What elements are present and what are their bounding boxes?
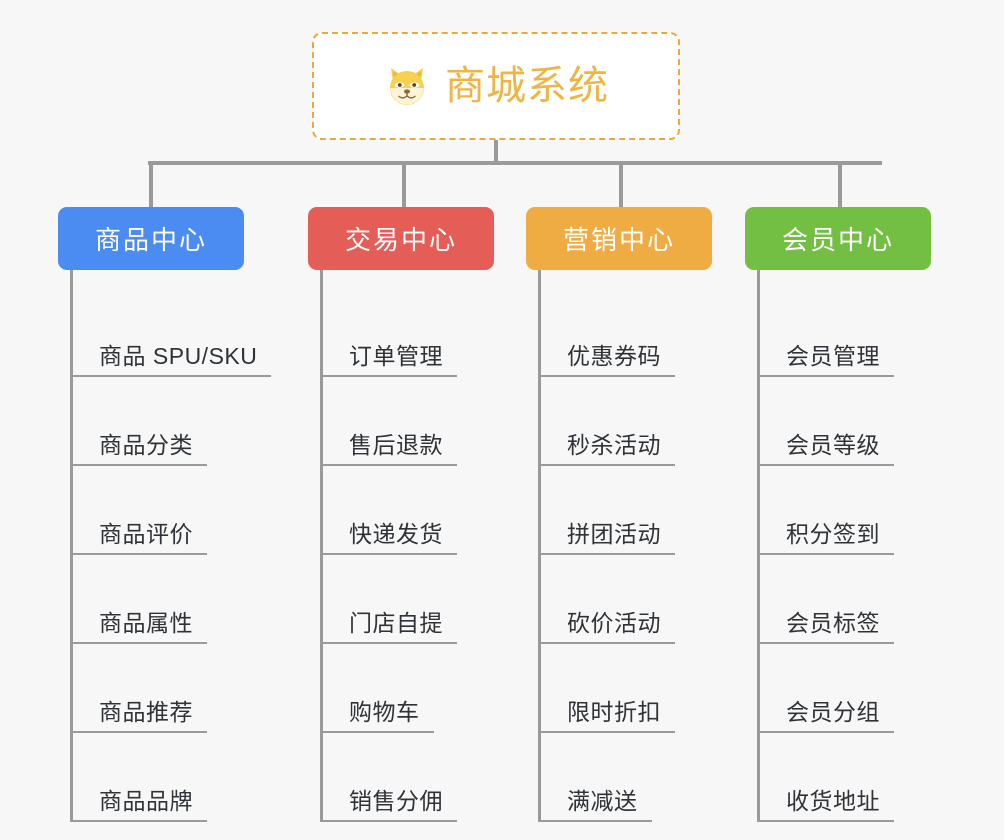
leaf-label: 秒杀活动: [567, 432, 661, 458]
leaf-label: 收货地址: [786, 788, 880, 814]
leaf-label: 商品属性: [99, 610, 193, 636]
leaf-underline: 销售分佣: [323, 782, 457, 822]
branch-product-center: 商品中心 商品 SPU/SKU 商品分类 商品评价 商品属性 商品推荐 商品品牌: [58, 207, 272, 822]
leaf-underline: 购物车: [323, 693, 434, 733]
leaf-label: 商品推荐: [99, 699, 193, 725]
branch-marketing-center: 营销中心 优惠券码 秒杀活动 拼团活动 砍价活动 限时折扣 满减送: [526, 207, 712, 822]
list-item[interactable]: 秒杀活动: [541, 377, 712, 466]
leaf-label: 售后退款: [349, 432, 443, 458]
leaf-list-product-center: 商品 SPU/SKU 商品分类 商品评价 商品属性 商品推荐 商品品牌: [70, 270, 272, 822]
leaf-underline: 商品品牌: [73, 782, 207, 822]
leaf-label: 砍价活动: [567, 610, 661, 636]
leaf-underline: 售后退款: [323, 426, 457, 466]
leaf-label: 门店自提: [349, 610, 443, 636]
leaf-label: 商品 SPU/SKU: [99, 343, 258, 369]
list-item[interactable]: 收货地址: [760, 733, 931, 822]
leaf-underline: 优惠券码: [541, 337, 675, 377]
leaf-label: 积分签到: [786, 521, 880, 547]
leaf-label: 商品品牌: [99, 788, 193, 814]
leaf-list-member-center: 会员管理 会员等级 积分签到 会员标签 会员分组 收货地址: [757, 270, 931, 822]
list-item[interactable]: 会员分组: [760, 644, 931, 733]
leaf-label: 会员标签: [786, 610, 880, 636]
leaf-list-trade-center: 订单管理 售后退款 快递发货 门店自提 购物车 销售分佣: [320, 270, 494, 822]
list-item[interactable]: 商品分类: [73, 377, 244, 466]
leaf-underline: 拼团活动: [541, 515, 675, 555]
category-title: 会员中心: [781, 225, 894, 255]
list-item[interactable]: 售后退款: [323, 377, 494, 466]
list-item[interactable]: 限时折扣: [541, 644, 712, 733]
list-item[interactable]: 会员标签: [760, 555, 931, 644]
leaf-underline: 商品评价: [73, 515, 207, 555]
list-item[interactable]: 会员等级: [760, 377, 931, 466]
connector-horizontal-bar: [148, 161, 882, 165]
leaf-label: 限时折扣: [567, 699, 661, 725]
list-item[interactable]: 满减送: [541, 733, 712, 822]
leaf-label: 会员分组: [786, 699, 880, 725]
list-item[interactable]: 门店自提: [323, 555, 494, 644]
connector-drop-member-center: [838, 161, 842, 207]
leaf-underline: 商品属性: [73, 604, 207, 644]
leaf-label: 会员等级: [786, 432, 880, 458]
connector-drop-product-center: [149, 161, 153, 207]
category-title: 商品中心: [94, 225, 207, 255]
list-item[interactable]: 订单管理: [323, 288, 494, 377]
leaf-underline: 收货地址: [760, 782, 894, 822]
leaf-underline: 满减送: [541, 782, 652, 822]
leaf-underline: 订单管理: [323, 337, 457, 377]
leaf-underline: 积分签到: [760, 515, 894, 555]
category-header-member-center[interactable]: 会员中心: [745, 207, 931, 270]
leaf-underline: 会员标签: [760, 604, 894, 644]
list-item[interactable]: 拼团活动: [541, 466, 712, 555]
leaf-label: 商品分类: [99, 432, 193, 458]
leaf-underline: 商品 SPU/SKU: [73, 337, 272, 377]
leaf-label: 会员管理: [786, 343, 880, 369]
branch-member-center: 会员中心 会员管理 会员等级 积分签到 会员标签 会员分组 收货地址: [745, 207, 931, 822]
category-header-product-center[interactable]: 商品中心: [58, 207, 244, 270]
root-title: 商城系统: [445, 64, 609, 108]
leaf-label: 订单管理: [349, 343, 443, 369]
list-item[interactable]: 会员管理: [760, 288, 931, 377]
list-item[interactable]: 商品评价: [73, 466, 244, 555]
list-item[interactable]: 砍价活动: [541, 555, 712, 644]
leaf-label: 商品评价: [99, 521, 193, 547]
leaf-label: 快递发货: [349, 521, 443, 547]
connector-drop-trade-center: [402, 161, 406, 207]
leaf-label: 优惠券码: [567, 343, 661, 369]
leaf-underline: 会员等级: [760, 426, 894, 466]
list-item[interactable]: 积分签到: [760, 466, 931, 555]
leaf-label: 拼团活动: [567, 521, 661, 547]
leaf-underline: 快递发货: [323, 515, 457, 555]
branch-trade-center: 交易中心 订单管理 售后退款 快递发货 门店自提 购物车 销售分佣: [308, 207, 494, 822]
leaf-label: 购物车: [349, 699, 420, 725]
list-item[interactable]: 销售分佣: [323, 733, 494, 822]
leaf-underline: 限时折扣: [541, 693, 675, 733]
leaf-underline: 商品分类: [73, 426, 207, 466]
list-item[interactable]: 商品推荐: [73, 644, 244, 733]
category-title: 交易中心: [344, 225, 457, 255]
list-item[interactable]: 购物车: [323, 644, 494, 733]
shiba-dog-icon: [383, 62, 431, 110]
connector-drop-marketing-center: [619, 161, 623, 207]
category-header-marketing-center[interactable]: 营销中心: [526, 207, 712, 270]
leaf-underline: 商品推荐: [73, 693, 207, 733]
category-header-trade-center[interactable]: 交易中心: [308, 207, 494, 270]
leaf-underline: 会员分组: [760, 693, 894, 733]
leaf-underline: 会员管理: [760, 337, 894, 377]
leaf-label: 销售分佣: [349, 788, 443, 814]
leaf-underline: 砍价活动: [541, 604, 675, 644]
list-item[interactable]: 优惠券码: [541, 288, 712, 377]
leaf-label: 满减送: [567, 788, 638, 814]
list-item[interactable]: 快递发货: [323, 466, 494, 555]
connector-root-stem: [494, 140, 498, 165]
root-node[interactable]: 商城系统: [312, 32, 680, 140]
leaf-underline: 门店自提: [323, 604, 457, 644]
list-item[interactable]: 商品属性: [73, 555, 244, 644]
category-title: 营销中心: [562, 225, 675, 255]
leaf-list-marketing-center: 优惠券码 秒杀活动 拼团活动 砍价活动 限时折扣 满减送: [538, 270, 712, 822]
list-item[interactable]: 商品 SPU/SKU: [73, 288, 272, 377]
leaf-underline: 秒杀活动: [541, 426, 675, 466]
list-item[interactable]: 商品品牌: [73, 733, 244, 822]
